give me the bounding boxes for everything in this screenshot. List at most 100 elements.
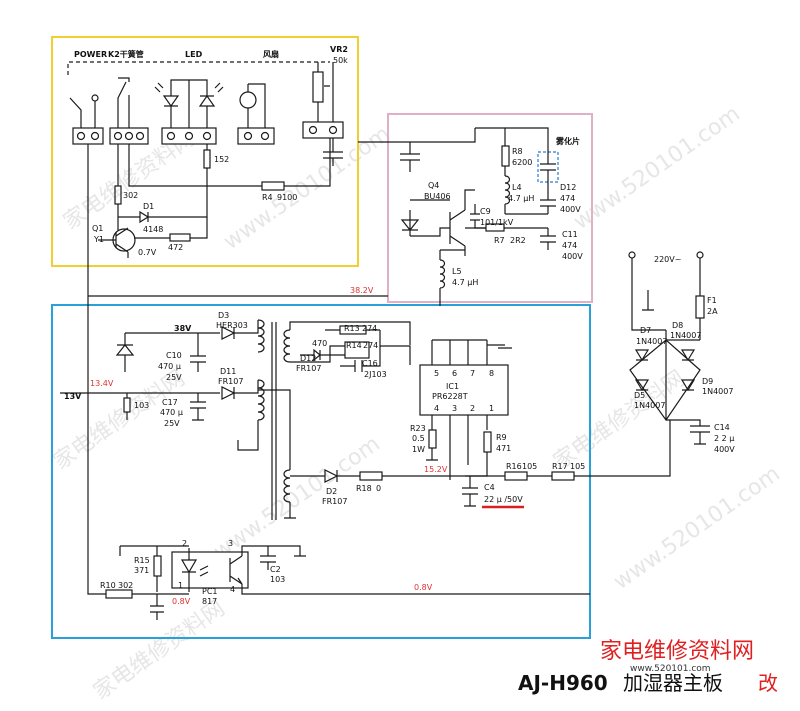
label-d1: D1 xyxy=(143,202,154,211)
transformer-secondary-icon xyxy=(283,329,296,519)
label-c17-val1: 470 μ xyxy=(160,408,183,417)
oscillator-section xyxy=(88,127,559,306)
label-d12: D12 xyxy=(560,183,576,192)
label-13v: 13V xyxy=(64,392,82,401)
l4-inductor-icon xyxy=(504,175,511,214)
label-d12-psu-val: FR107 xyxy=(296,364,321,373)
d12-capacitor-icon xyxy=(540,188,556,214)
d2-diode-icon xyxy=(290,469,360,483)
label-pin1: 1 xyxy=(489,404,494,413)
label-r10: R10 xyxy=(100,581,116,590)
r152-resistor-icon xyxy=(203,149,211,169)
label-d3: D3 xyxy=(218,311,229,320)
label-c11: C11 xyxy=(562,230,578,239)
label-l4: L4 xyxy=(512,183,522,192)
label-pc-pin3: 3 xyxy=(228,539,233,548)
label-r7: R7 xyxy=(494,236,505,245)
label-r9-val: 471 xyxy=(496,444,511,453)
c11-capacitor-icon xyxy=(540,228,556,250)
label-l5: L5 xyxy=(452,267,462,276)
label-d11: D11 xyxy=(220,367,236,376)
label-pin8: 8 xyxy=(489,369,494,378)
label-r470: 470 xyxy=(312,339,327,348)
label-d1-val: 4148 xyxy=(143,225,163,234)
label-c2-val: 103 xyxy=(270,575,285,584)
label-pin2: 2 xyxy=(470,404,475,413)
label-r152: 152 xyxy=(214,155,229,164)
label-q4: Q4 xyxy=(428,181,439,190)
label-d5-val: 1N4007 xyxy=(634,401,665,410)
r14-resistor-icon xyxy=(344,341,370,359)
label-c14-val1: 2 2 μ xyxy=(714,434,734,443)
label-vr2-val: 50k xyxy=(333,56,348,65)
label-r17: R17 xyxy=(552,462,568,471)
c17-capacitor-icon xyxy=(190,393,206,421)
label-38v: 38V xyxy=(174,324,192,333)
oscillator-labels: R8 6200 雾化片 D12 474 400V L4 4.7 μH Q4 BU… xyxy=(350,136,583,295)
label-d3-val: HER303 xyxy=(216,321,248,330)
label-pc1-type: 817 xyxy=(202,597,217,606)
label-d8: D8 xyxy=(672,321,683,330)
label-d9: D9 xyxy=(702,377,713,386)
r8-resistor-icon xyxy=(501,145,510,167)
label-d2-val: FR107 xyxy=(322,497,347,506)
c9-capacitor-icon xyxy=(470,204,505,229)
label-pc-pin1: 1 xyxy=(178,581,183,590)
ic1-chip xyxy=(419,364,509,416)
label-c11-val1: 474 xyxy=(562,241,577,250)
label-r16-val: 105 xyxy=(522,462,537,471)
label-pin5: 5 xyxy=(434,369,439,378)
r23-resistor-icon xyxy=(428,429,437,449)
label-r10-val: 302 xyxy=(118,581,133,590)
fan-motor-icon xyxy=(239,91,257,109)
label-d7-val: 1N4007 xyxy=(636,337,667,346)
label-d9-val: 1N4007 xyxy=(702,387,733,396)
label-c14-val2: 400V xyxy=(714,445,735,454)
label-d2: D2 xyxy=(326,487,337,496)
pc1-optocoupler-icon xyxy=(171,551,249,589)
label-d12-psu: D12 xyxy=(300,354,316,363)
voltage-15-2v: 15.2V xyxy=(424,465,448,474)
label-c11-val2: 400V xyxy=(562,252,583,261)
label-r4-val: 9100 xyxy=(277,193,297,202)
label-d8-val: 1N4007 xyxy=(670,331,701,340)
c2-capacitor-icon xyxy=(260,545,306,570)
label-pc-pin2: 2 xyxy=(182,539,187,548)
k2-connector xyxy=(109,127,149,145)
label-pc1: PC1 xyxy=(202,587,218,596)
label-c14: C14 xyxy=(714,423,730,432)
c14-capacitor-icon xyxy=(666,419,710,445)
label-r17-val: 105 xyxy=(570,462,585,471)
led-connector xyxy=(161,127,217,145)
label-c17-val2: 25V xyxy=(164,419,180,428)
transformer-primary-icon xyxy=(237,319,265,451)
fan-led-section xyxy=(67,61,410,400)
oscillator-section-box xyxy=(387,113,593,303)
q4-transistor-icon xyxy=(449,209,466,256)
label-r18-val: 0 xyxy=(376,484,381,493)
fan-led-labels: POWER K2干簧管 LED 风扇 VR2 50k 152 302 R4 91… xyxy=(74,45,348,257)
label-ic1: IC1 xyxy=(446,382,459,391)
label-r302: 302 xyxy=(123,191,138,200)
power-supply-section-box xyxy=(51,304,591,639)
label-pc-pin4: 4 xyxy=(230,585,235,594)
label-pin4: 4 xyxy=(434,404,439,413)
ac-terminal-left-icon xyxy=(628,251,636,259)
label-d11-val: FR107 xyxy=(218,377,243,386)
r4-resistor-icon xyxy=(261,181,285,191)
vr2-potentiometer-icon xyxy=(312,71,324,103)
f1-fuse-icon xyxy=(695,295,705,319)
label-r23: R23 xyxy=(410,424,426,433)
label-r9: R9 xyxy=(496,433,507,442)
r16-resistor-icon xyxy=(504,471,528,481)
label-q1-volt: 0.7V xyxy=(138,248,157,257)
voltage-0-8v-b: 0.8V xyxy=(414,583,433,592)
r18-resistor-icon xyxy=(359,471,383,481)
fan-led-section-box xyxy=(51,36,359,267)
watermark-3: www.520101.com xyxy=(569,101,745,234)
d7-diode-icon xyxy=(634,349,650,362)
label-r7-val: 2R2 xyxy=(510,236,526,245)
label-pin6: 6 xyxy=(452,369,457,378)
label-d12-val1: 474 xyxy=(560,194,575,203)
footer-title-mark: 改 xyxy=(758,671,778,695)
